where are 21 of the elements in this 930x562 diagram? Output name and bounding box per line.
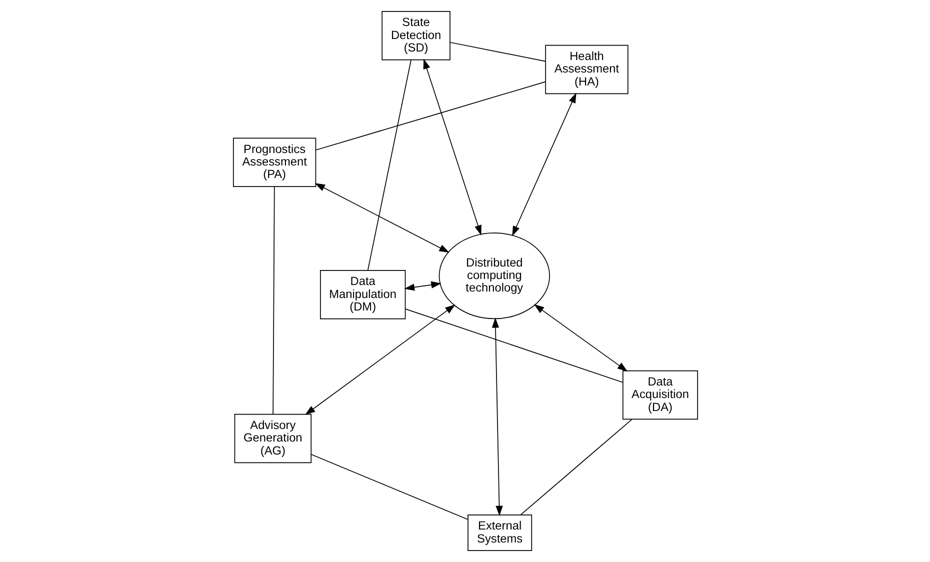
node-box: Data Manipulation (DM): [320, 270, 406, 320]
node-box: Data Acquisition (DA): [622, 370, 698, 420]
node-box: External Systems: [467, 514, 532, 551]
connector: [272, 186, 274, 414]
node-box: Health Assessment (HA): [544, 44, 628, 94]
connector: [310, 454, 468, 520]
arrow: [314, 183, 449, 253]
node-box: Advisory Generation (AG): [234, 414, 312, 464]
arrow: [533, 304, 628, 372]
connector: [404, 308, 623, 383]
node-box: Prognostics Assessment (PA): [232, 138, 316, 187]
node-box: State Detection (SD): [381, 11, 450, 60]
arrow: [491, 318, 502, 516]
connector: [449, 42, 546, 62]
connector: [366, 60, 411, 271]
connector: [520, 418, 632, 516]
arrow: [512, 92, 576, 236]
arrow: [422, 58, 481, 236]
arrow: [404, 281, 441, 291]
connector: [315, 81, 546, 150]
arrow: [304, 304, 455, 415]
